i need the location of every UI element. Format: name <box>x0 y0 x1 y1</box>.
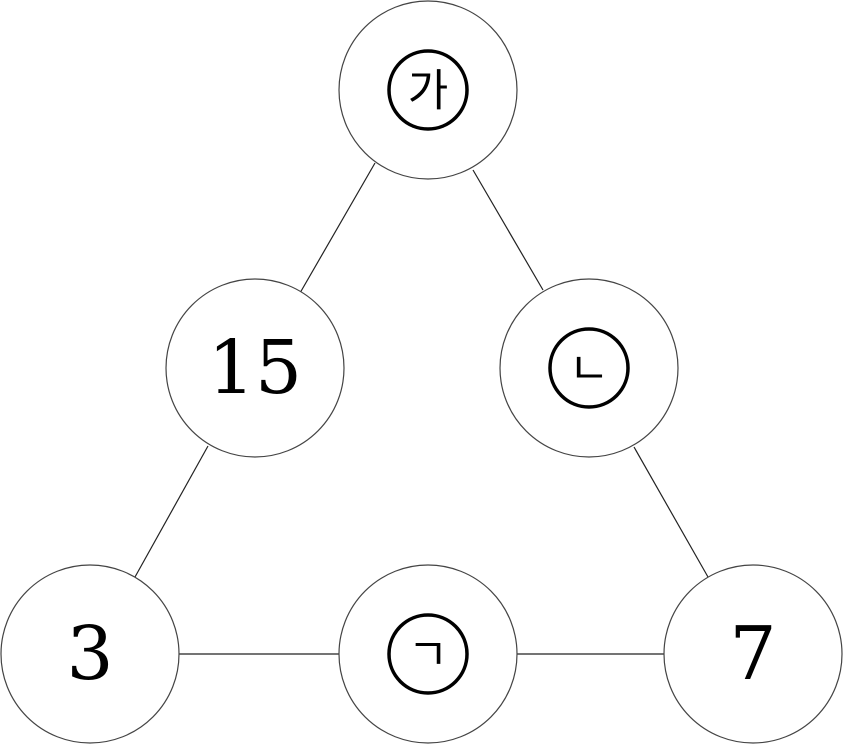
node-top-circle <box>338 0 518 180</box>
node-mid-left: 15 <box>165 278 345 458</box>
node-top-label: 가 <box>408 66 448 117</box>
edge-top-to-mid-left <box>299 162 376 294</box>
node-bottom-right-label: 7 <box>729 611 776 697</box>
node-bottom-right: 7 <box>663 564 843 744</box>
edge-top-to-mid-right <box>472 169 544 291</box>
node-mid-right-circle <box>499 278 679 458</box>
circled-marker-ring <box>387 49 469 131</box>
node-top: 가 <box>338 0 518 180</box>
node-mid-left-label: 15 <box>208 325 302 411</box>
edge-mid-left-to-bottom-left <box>134 445 209 578</box>
node-bottom-left-label: 3 <box>66 611 113 697</box>
node-mid-left-circle <box>165 278 345 458</box>
circled-marker-ring <box>387 613 469 695</box>
node-mid-right-label: ㄴ <box>569 344 609 395</box>
node-bottom-left-circle <box>0 564 180 744</box>
node-mid-right: ㄴ <box>499 278 679 458</box>
node-bottom-left: 3 <box>0 564 180 744</box>
node-bottom-right-circle <box>663 564 843 744</box>
node-bottom-mid: ㄱ <box>338 564 518 744</box>
node-bottom-mid-circle <box>338 564 518 744</box>
circled-marker-ring <box>548 327 630 409</box>
node-bottom-mid-label: ㄱ <box>408 630 448 681</box>
edge-mid-right-to-bottom-right <box>633 446 709 578</box>
